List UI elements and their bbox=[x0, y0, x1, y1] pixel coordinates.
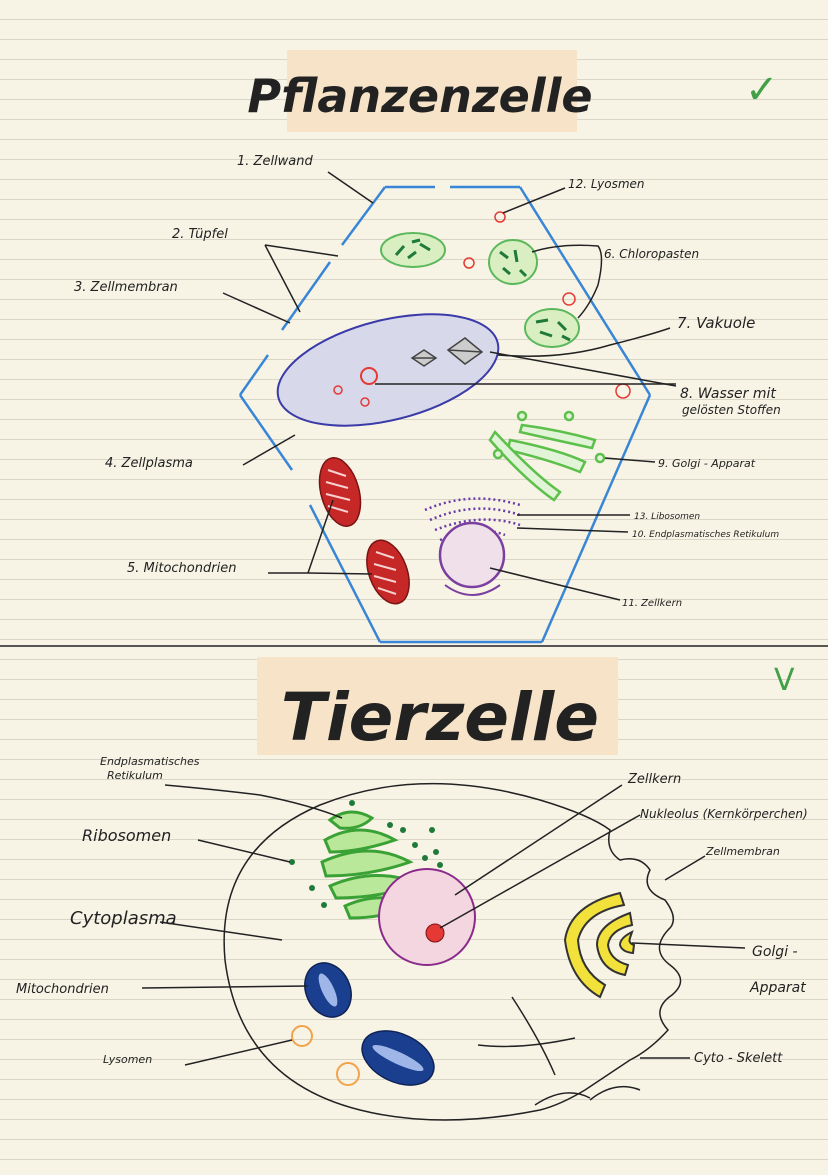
plant-cell-section: Pflanzenzelle ✓ bbox=[74, 50, 781, 644]
nuclear-envelope-arc bbox=[444, 584, 501, 596]
mitochondrion bbox=[366, 539, 410, 605]
nucleolus bbox=[425, 923, 445, 943]
plant-title-highlight bbox=[287, 50, 577, 132]
chloroplast bbox=[524, 308, 580, 348]
lysosome bbox=[494, 211, 506, 223]
golgi-apparatus bbox=[488, 410, 606, 502]
animal-check-mark: V bbox=[774, 663, 795, 698]
dissolved-substances-icon bbox=[410, 337, 484, 367]
animal-nucleus bbox=[378, 868, 476, 966]
label-golgi: 9. Golgi - Apparat bbox=[658, 457, 756, 470]
label-er-line1: Endplasmatisches bbox=[100, 755, 200, 768]
mitochondrion bbox=[318, 457, 362, 527]
label-golgi-line1: Golgi - bbox=[752, 944, 798, 960]
plant-nucleus bbox=[438, 521, 506, 589]
label-mitochondrien-animal: Mitochondrien bbox=[16, 982, 109, 997]
vacuole bbox=[276, 313, 500, 427]
animal-golgi bbox=[563, 891, 636, 999]
label-zellkern-animal: Zellkern bbox=[627, 772, 681, 787]
lysosome bbox=[463, 257, 475, 269]
label-libosomen: 13. Libosomen bbox=[634, 512, 700, 522]
animal-labels: Endplasmatisches Retikulum Ribosomen Cyt… bbox=[16, 755, 808, 1066]
animal-title: Tierzelle bbox=[281, 679, 599, 756]
animal-mitochondrion bbox=[304, 962, 352, 1018]
label-chloropasten: 6. Chloropasten bbox=[604, 247, 699, 261]
label-cytoplasma: Cytoplasma bbox=[70, 908, 177, 929]
label-golgi-line2: Apparat bbox=[749, 980, 806, 996]
vacuole-droplet bbox=[360, 397, 370, 407]
lysosome bbox=[615, 383, 631, 399]
chloroplast bbox=[488, 239, 538, 285]
plant-title: Pflanzenzelle bbox=[247, 69, 592, 123]
animal-title-highlight bbox=[257, 657, 618, 755]
label-vakuole: 7. Vakuole bbox=[677, 314, 755, 332]
plant-labels: 1. Zellwand 2. Tüpfel 3. Zellmembran 4. … bbox=[74, 154, 781, 609]
label-zellmembran: 3. Zellmembran bbox=[74, 280, 178, 295]
animal-cell-section: Tierzelle V bbox=[16, 657, 808, 1121]
cytoskeleton bbox=[477, 996, 641, 1106]
label-mitochondrien: 5. Mitochondrien bbox=[127, 561, 236, 576]
label-geloeste-stoffe: gelösten Stoffen bbox=[682, 403, 781, 417]
label-er: 10. Endplasmatisches Retikulum bbox=[632, 530, 779, 540]
label-ribosomen: Ribosomen bbox=[82, 826, 171, 845]
label-lysomen: Lysomen bbox=[103, 1053, 152, 1066]
label-cytoskelett: Cyto - Skelett bbox=[694, 1051, 783, 1066]
label-er-line2: Retikulum bbox=[107, 769, 163, 782]
label-zellplasma: 4. Zellplasma bbox=[105, 456, 193, 471]
label-zellkern: 11. Zellkern bbox=[622, 598, 682, 609]
plant-leader-lines bbox=[222, 171, 677, 601]
label-zellmembran-animal: Zellmembran bbox=[705, 845, 780, 858]
plant-check-mark: ✓ bbox=[745, 67, 779, 113]
vacuole-droplet bbox=[360, 367, 378, 385]
label-nukleolus: Nukleolus (Kernkörperchen) bbox=[640, 807, 808, 821]
label-wasser: 8. Wasser mit bbox=[680, 386, 776, 402]
lysosome bbox=[562, 292, 576, 306]
label-tuepfel: 2. Tüpfel bbox=[172, 227, 228, 242]
animal-mitochondrion bbox=[361, 1030, 435, 1086]
cell-wall bbox=[238, 185, 652, 644]
animal-lysosome bbox=[291, 1025, 313, 1047]
vacuole-droplet bbox=[333, 385, 343, 395]
label-lyosmen: 12. Lyosmen bbox=[568, 177, 645, 191]
chloroplast bbox=[380, 232, 446, 268]
rough-er-with-ribosomes bbox=[424, 497, 521, 542]
animal-leader-lines bbox=[141, 784, 746, 1066]
animal-lysosome bbox=[336, 1062, 360, 1086]
label-zellwand: 1. Zellwand bbox=[237, 154, 314, 169]
